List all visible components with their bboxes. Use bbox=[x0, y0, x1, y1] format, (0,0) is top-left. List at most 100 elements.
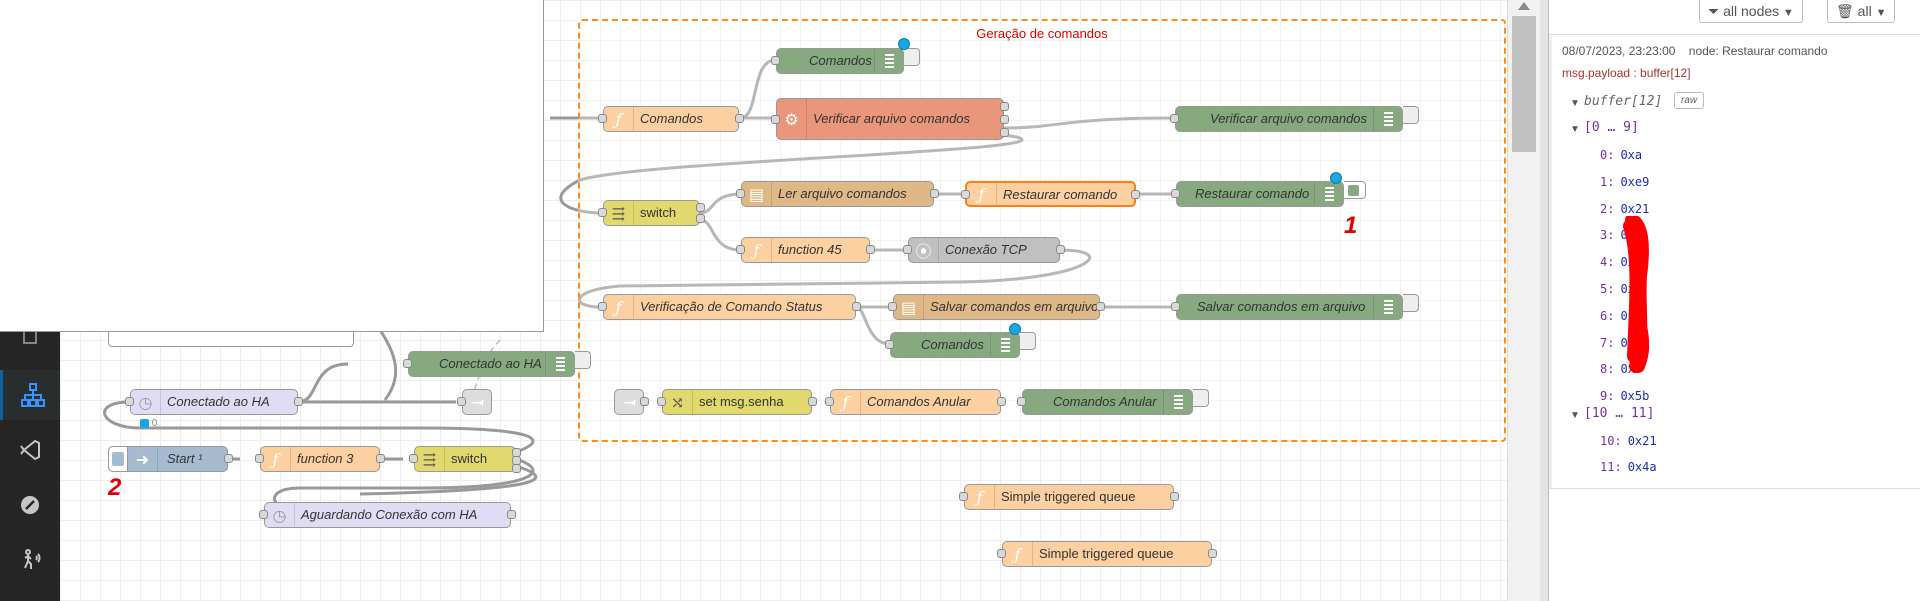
input-port[interactable] bbox=[409, 454, 418, 463]
input-port[interactable] bbox=[1171, 189, 1180, 198]
output-port-3[interactable] bbox=[1000, 128, 1009, 137]
comandos-function-node[interactable]: ƒ Comandos bbox=[598, 106, 744, 132]
clear-all-button[interactable]: 🗑 all ▼ bbox=[1827, 0, 1896, 23]
output-port-2[interactable] bbox=[1000, 115, 1009, 124]
raw-button[interactable]: raw bbox=[1674, 92, 1705, 109]
flow-canvas[interactable]: Geração de comandos Comandos ƒ Comandos … bbox=[60, 0, 1507, 601]
function45-node[interactable]: ƒ function 45 bbox=[736, 237, 875, 263]
restaurar-function-node[interactable]: ƒ Restaurar comando bbox=[961, 181, 1140, 207]
filter-nodes-button[interactable]: ⏷ all nodes ▼ bbox=[1699, 0, 1803, 23]
input-port[interactable] bbox=[885, 340, 894, 349]
flow-group[interactable]: Geração de comandos bbox=[578, 19, 1506, 442]
set-senha-node[interactable]: ⤭ set msg.senha bbox=[657, 389, 817, 415]
comandos-debug-node-2[interactable]: Comandos bbox=[885, 332, 1020, 358]
output-port[interactable] bbox=[224, 454, 233, 463]
output-port[interactable] bbox=[735, 114, 744, 123]
input-port[interactable] bbox=[457, 397, 466, 406]
output-port[interactable] bbox=[1056, 245, 1065, 254]
motion-sensor-icon[interactable] bbox=[0, 535, 60, 585]
link-out-node[interactable]: ⇥ bbox=[457, 389, 492, 415]
output-port-2[interactable] bbox=[696, 214, 705, 223]
ler-arquivo-node[interactable]: ▤ Ler arquivo comandos bbox=[736, 181, 939, 207]
function3-node[interactable]: ƒ function 3 bbox=[255, 446, 385, 472]
input-port[interactable] bbox=[657, 397, 666, 406]
input-port[interactable] bbox=[959, 492, 968, 501]
output-port[interactable] bbox=[376, 454, 385, 463]
expand-root-icon[interactable]: ▼ bbox=[1570, 98, 1580, 109]
input-port[interactable] bbox=[997, 549, 1006, 558]
group1-label[interactable]: [0 … 9] bbox=[1584, 120, 1639, 135]
output-port[interactable] bbox=[1131, 190, 1140, 199]
input-port[interactable] bbox=[598, 114, 607, 123]
output-port-1[interactable] bbox=[696, 203, 705, 212]
debug-toggle[interactable] bbox=[1403, 294, 1419, 312]
message-node[interactable]: node: Restaurar comando bbox=[1688, 44, 1828, 58]
debug-toggle[interactable] bbox=[575, 351, 591, 369]
salvar-debug-node[interactable]: Salvar comandos em arquivo bbox=[1171, 294, 1403, 320]
verificar-debug-node[interactable]: Verificar arquivo comandos bbox=[1170, 106, 1403, 132]
scrollbar-thumb[interactable] bbox=[1512, 16, 1536, 152]
expand-group2-icon[interactable]: ▼ bbox=[1570, 410, 1580, 421]
input-port[interactable] bbox=[255, 454, 264, 463]
input-port[interactable] bbox=[736, 245, 745, 254]
output-port[interactable] bbox=[1096, 302, 1105, 311]
input-port[interactable] bbox=[736, 189, 745, 198]
output-port[interactable] bbox=[866, 245, 875, 254]
input-port[interactable] bbox=[903, 245, 912, 254]
node-red-sitemap-icon[interactable] bbox=[0, 370, 63, 420]
debug-toggle[interactable] bbox=[1020, 332, 1036, 350]
verificar-exec-node[interactable]: ⚙ Verificar arquivo comandos bbox=[771, 98, 1009, 140]
output-port[interactable] bbox=[930, 189, 939, 198]
switch-node-2[interactable]: ⇶ switch bbox=[409, 446, 521, 473]
output-port[interactable] bbox=[808, 397, 817, 406]
panel-splitter[interactable] bbox=[1540, 0, 1548, 601]
buffer-root-label[interactable]: buffer[12] bbox=[1584, 94, 1663, 109]
verificacao-status-node[interactable]: ƒ Verificação de Comando Status bbox=[598, 294, 861, 320]
output-port-3[interactable] bbox=[512, 464, 521, 473]
group2-label[interactable]: [10 … 11] bbox=[1584, 406, 1655, 421]
output-port[interactable] bbox=[997, 397, 1006, 406]
vscode-icon[interactable] bbox=[0, 425, 60, 475]
conectado-ha-debug-node[interactable]: Conectado ao HA bbox=[403, 351, 575, 377]
inject-button[interactable] bbox=[108, 446, 128, 472]
comandos-anular-function-node[interactable]: ƒ Comandos Anular bbox=[825, 389, 1006, 415]
input-port[interactable] bbox=[1017, 397, 1026, 406]
switch-node[interactable]: ⇶ switch bbox=[598, 200, 705, 226]
input-port[interactable] bbox=[125, 397, 134, 406]
restaurar-debug-node[interactable]: Restaurar comando bbox=[1171, 181, 1344, 207]
input-port[interactable] bbox=[598, 302, 607, 311]
input-port[interactable] bbox=[771, 115, 780, 124]
input-port[interactable] bbox=[1170, 114, 1179, 123]
canvas-scrollbar[interactable] bbox=[1507, 0, 1541, 601]
input-port[interactable] bbox=[888, 302, 897, 311]
simple-queue-node-2[interactable]: ƒ Simple triggered queue bbox=[997, 541, 1217, 567]
simple-queue-node-1[interactable]: ƒ Simple triggered queue bbox=[959, 484, 1179, 510]
debug-toggle[interactable] bbox=[904, 48, 920, 66]
start-inject-node[interactable]: ➜ Start ¹ bbox=[108, 446, 233, 472]
output-port[interactable] bbox=[1170, 492, 1179, 501]
link-in-node[interactable]: ⇥ bbox=[614, 389, 649, 415]
input-port[interactable] bbox=[259, 510, 268, 519]
debug-toggle[interactable] bbox=[1193, 389, 1209, 407]
input-port[interactable] bbox=[1171, 302, 1180, 311]
scroll-up-icon[interactable] bbox=[1518, 2, 1530, 10]
comandos-anular-debug-node[interactable]: Comandos Anular bbox=[1017, 389, 1193, 415]
conexao-tcp-node[interactable]: ⦿ Conexão TCP bbox=[903, 237, 1065, 263]
compass-icon[interactable] bbox=[0, 480, 60, 530]
comandos-debug-node[interactable]: Comandos bbox=[771, 48, 904, 74]
output-port[interactable] bbox=[507, 510, 516, 519]
aguardando-node[interactable]: ◷ Aguardando Conexão com HA bbox=[259, 502, 516, 528]
conectado-ha-node[interactable]: ◷ Conectado ao HA bbox=[125, 389, 303, 415]
output-port[interactable] bbox=[640, 397, 649, 406]
output-port[interactable] bbox=[1208, 549, 1217, 558]
output-port[interactable] bbox=[294, 397, 303, 406]
expand-group1-icon[interactable]: ▼ bbox=[1570, 124, 1580, 135]
input-port[interactable] bbox=[961, 190, 970, 199]
input-port[interactable] bbox=[771, 56, 780, 65]
debug-toggle[interactable] bbox=[1403, 106, 1419, 124]
input-port[interactable] bbox=[403, 359, 412, 368]
input-port[interactable] bbox=[598, 208, 607, 217]
salvar-arquivo-node[interactable]: ▤ Salvar comandos em arquivo bbox=[888, 294, 1105, 320]
output-port[interactable] bbox=[852, 302, 861, 311]
debug-toggle-active[interactable] bbox=[1344, 181, 1366, 199]
